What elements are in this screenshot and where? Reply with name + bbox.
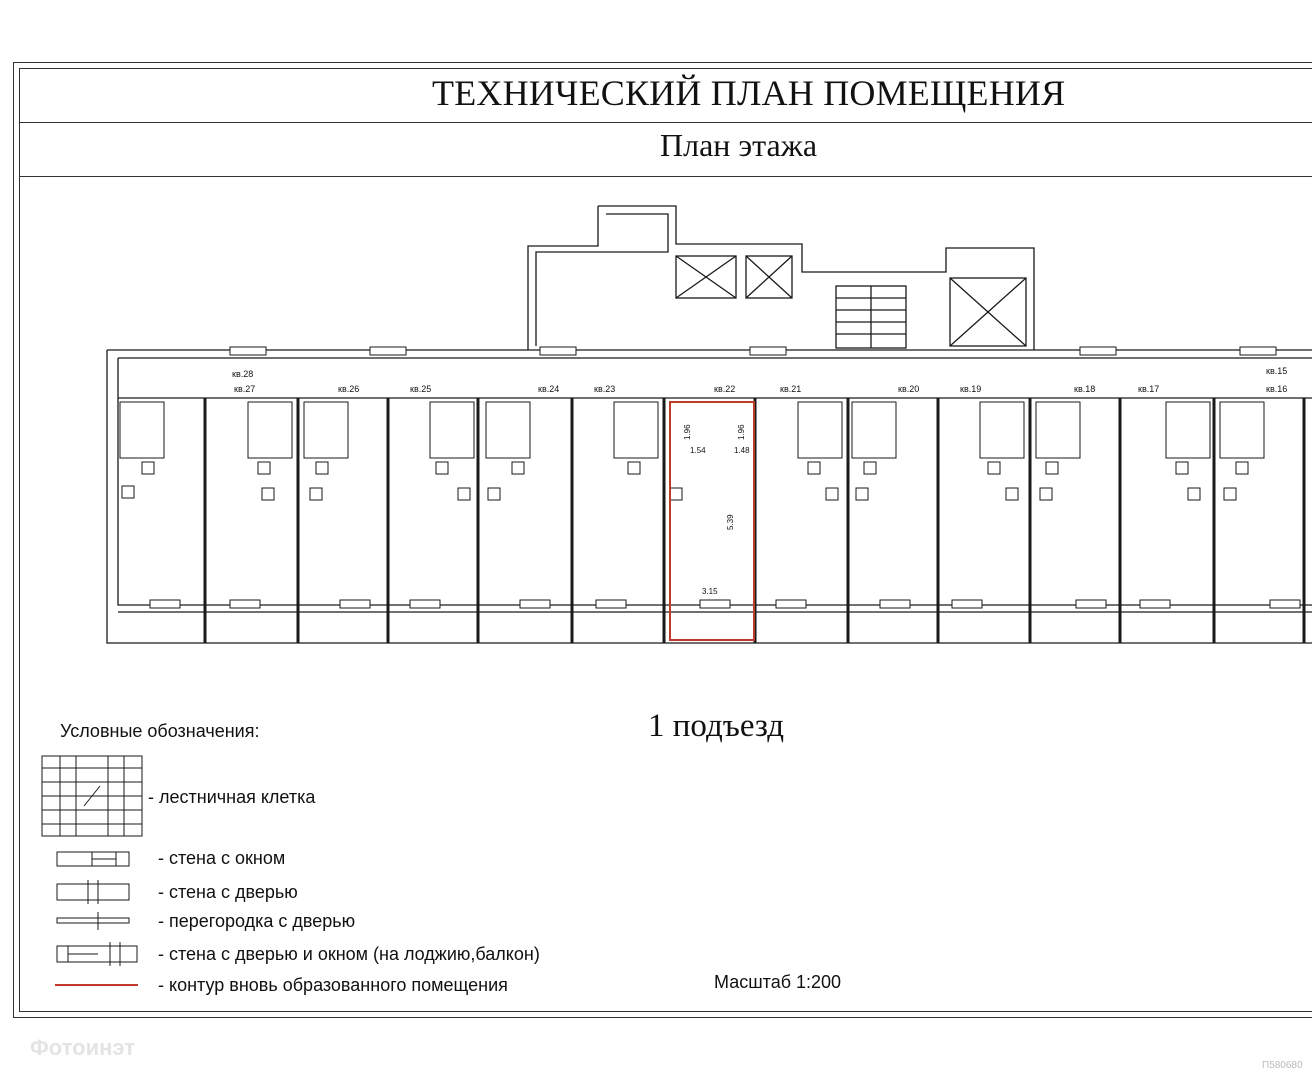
- new-room-contour: [669, 401, 755, 641]
- dim-1: 1.96: [683, 424, 692, 440]
- document-title: ТЕХНИЧЕСКИЙ ПЛАН ПОМЕЩЕНИЯ: [432, 73, 1066, 113]
- dim-6: 3.15: [702, 587, 718, 596]
- apt-label-16: кв.16: [1266, 384, 1287, 394]
- apartment-labels: кв.28 кв.27 кв.26 кв.25 кв.24 кв.23 кв.2…: [232, 366, 1287, 394]
- legend-symbols: [41, 755, 143, 986]
- legend-item-wall-window: - стена с окном: [158, 848, 286, 868]
- legend-title: Условные обозначения:: [60, 721, 260, 741]
- apt-label-24: кв.24: [538, 384, 559, 394]
- apt-label-22: кв.22: [714, 384, 735, 394]
- dim-5: 5.39: [726, 514, 735, 530]
- legend-item-red-contour: - контур вновь образованного помещения: [158, 975, 508, 995]
- apt-label-21: кв.21: [780, 384, 801, 394]
- entrance-label: 1 подъезд: [648, 708, 785, 744]
- legend-item-stairwell: - лестничная клетка: [148, 787, 316, 807]
- wall-door-window-symbol: [56, 942, 138, 966]
- watermark-text: Фотоинэт: [30, 1035, 136, 1060]
- kitchen-fixtures: [121, 461, 1249, 501]
- subtitle-divider: [19, 176, 1312, 177]
- apt-label-20: кв.20: [898, 384, 919, 394]
- apt-label-17: кв.17: [1138, 384, 1159, 394]
- dimension-labels: 1.96 1.96 1.54 1.48 5.39 3.15: [683, 424, 750, 596]
- apt-label-15: кв.15: [1266, 366, 1287, 376]
- balcony-windows: [149, 599, 1301, 609]
- apt-label-23: кв.23: [594, 384, 615, 394]
- apt-label-18: кв.18: [1074, 384, 1095, 394]
- apt-label-26: кв.26: [338, 384, 359, 394]
- image-code: П580680: [1262, 1060, 1303, 1071]
- page-subtitle: План этажа: [660, 127, 818, 163]
- stairwell-symbol: [41, 755, 143, 837]
- drawing-frame-inner: [19, 68, 1312, 1012]
- wall-door-symbol: [56, 880, 130, 904]
- apt-label-19: кв.19: [960, 384, 981, 394]
- dim-3: 1.54: [690, 446, 706, 455]
- wall-window-symbol: [56, 851, 130, 867]
- bathroom-blocks: [119, 401, 1265, 459]
- title-divider: [19, 122, 1312, 123]
- dim-4: 1.48: [734, 446, 750, 455]
- partition-door-symbol: [56, 912, 130, 930]
- scale-label: Масштаб 1:200: [714, 972, 842, 992]
- corridor-windows: [229, 346, 1277, 356]
- legend-item-wall-door: - стена с дверью: [158, 882, 298, 902]
- building-outline: [106, 205, 1312, 644]
- apt-label-25: кв.25: [410, 384, 431, 394]
- apt-label-27: кв.27: [234, 384, 255, 394]
- legend-item-partition-door: - перегородка с дверью: [158, 911, 356, 931]
- apt-label-28: кв.28: [232, 369, 253, 379]
- drawing-frame-outer: [13, 62, 1312, 1018]
- legend-item-wall-door-window: - стена с дверью и окном (на лоджию,балк…: [158, 944, 540, 964]
- dim-2: 1.96: [737, 424, 746, 440]
